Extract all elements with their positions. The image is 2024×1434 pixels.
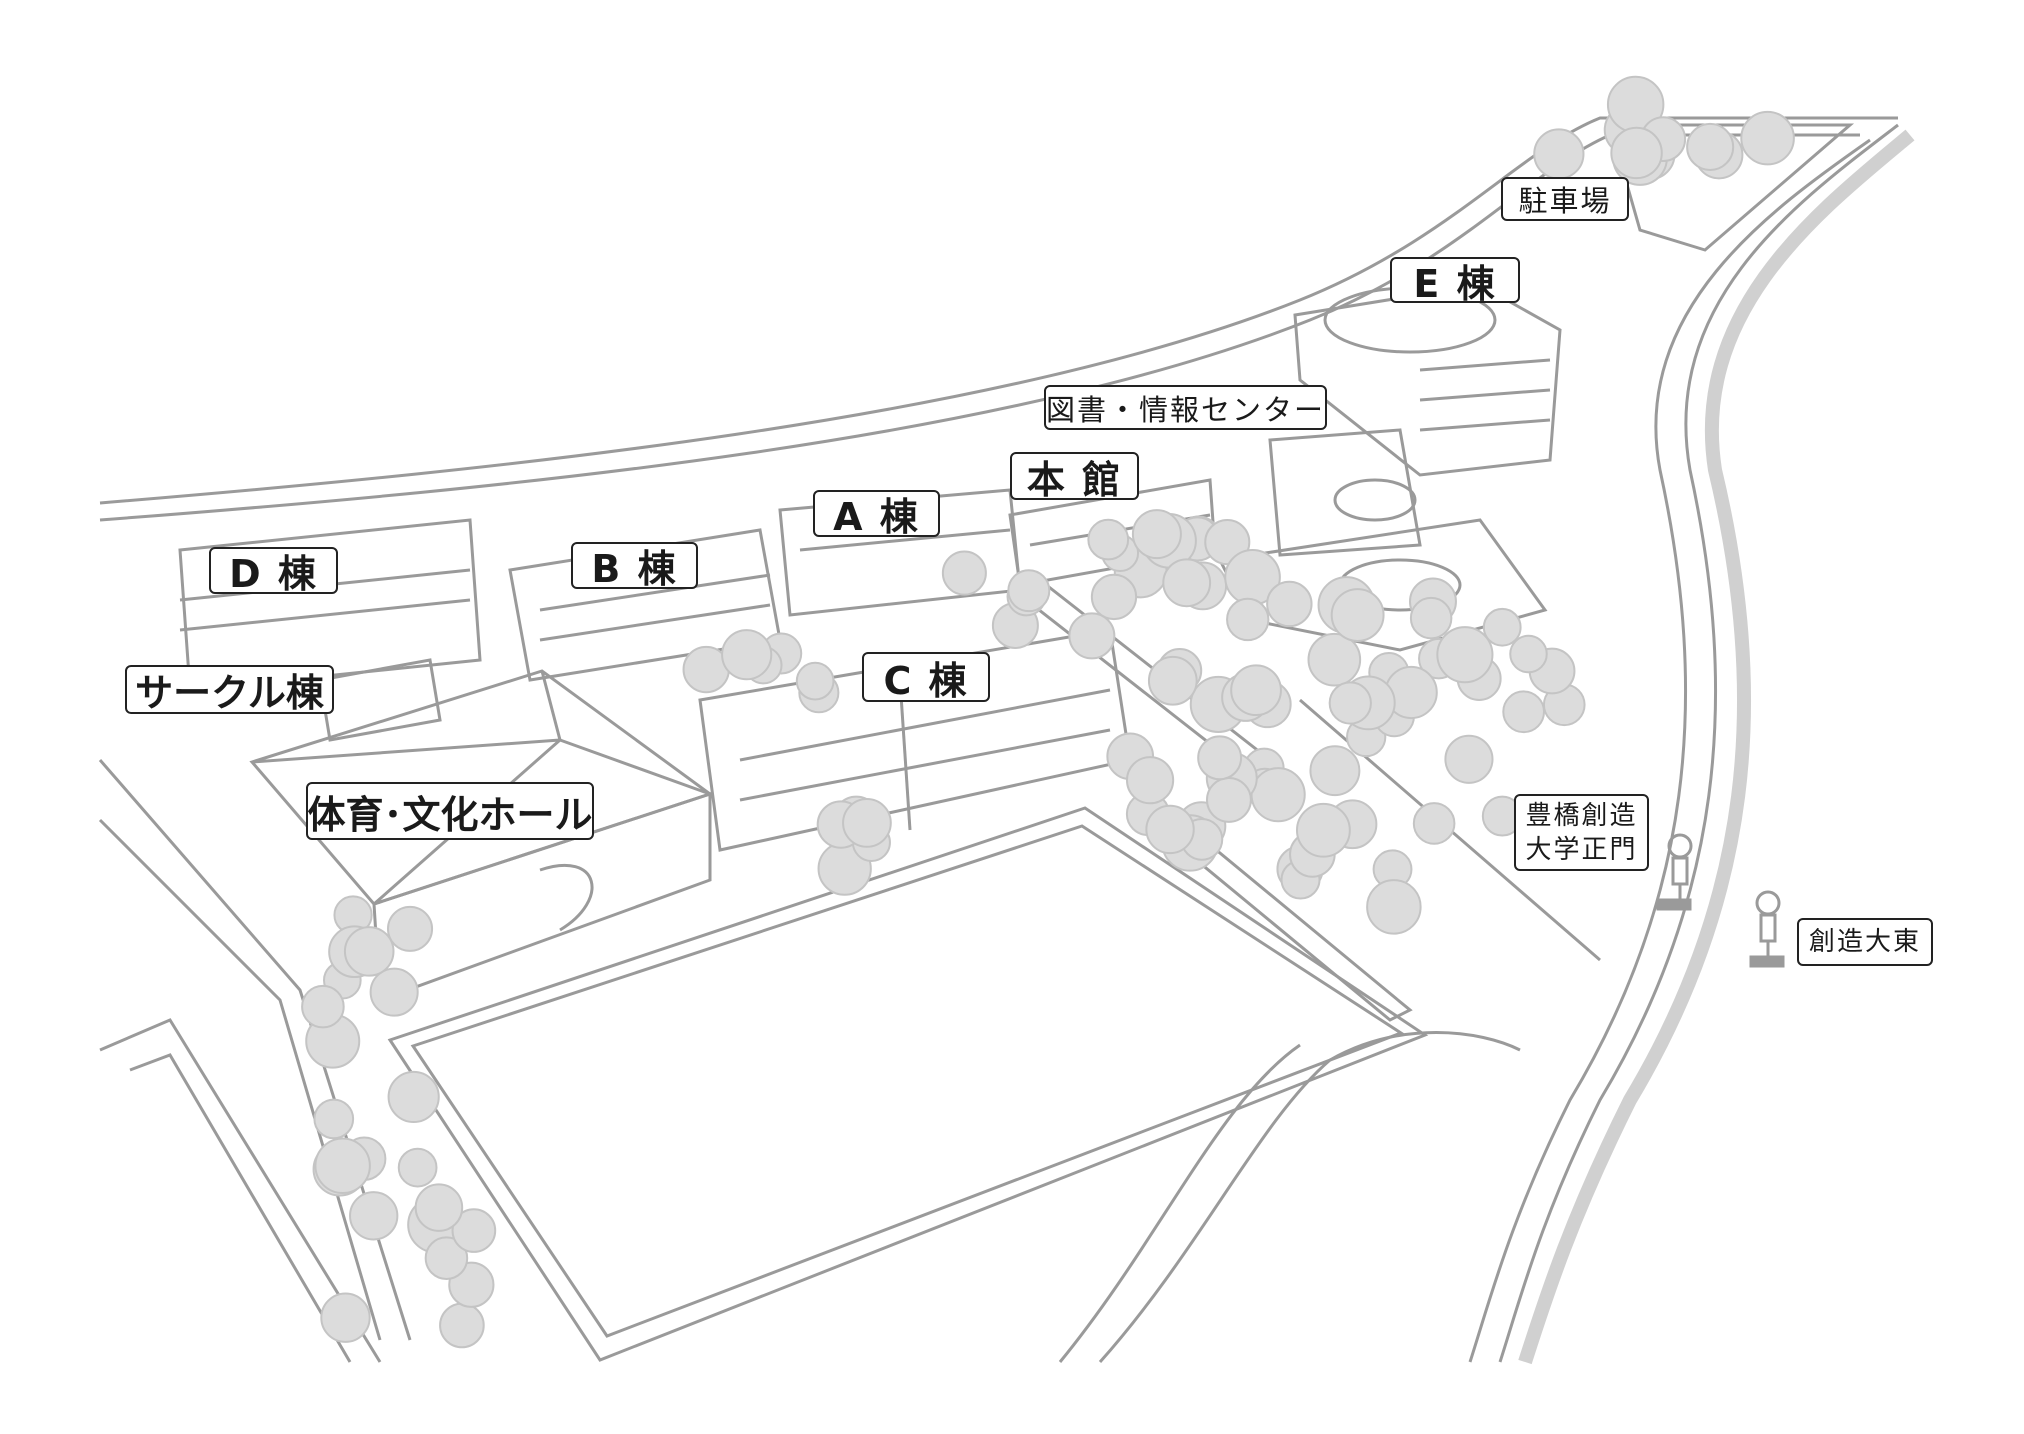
tree — [1226, 597, 1270, 642]
tree — [1230, 664, 1282, 717]
north-road — [99, 116, 1898, 505]
tree — [349, 1191, 399, 1241]
tree — [439, 1302, 485, 1349]
tree-clusters — [301, 75, 1795, 1349]
tree — [1147, 655, 1198, 706]
label-building-c: C 棟 — [862, 652, 990, 703]
tree — [1131, 509, 1182, 560]
south-road — [1098, 1031, 1521, 1363]
tree — [1366, 879, 1422, 935]
tree — [1686, 122, 1735, 171]
circle-building-shape — [318, 658, 442, 742]
west-road-2 — [99, 1018, 382, 1363]
tree — [1740, 110, 1795, 166]
library-shape — [1268, 428, 1422, 557]
tree — [1412, 802, 1456, 845]
east-road — [1498, 123, 1899, 1363]
east-road-inner — [1468, 138, 1871, 1363]
main-gate-line2: 大学正門 — [1525, 834, 1638, 865]
tree — [1250, 767, 1306, 823]
tree — [795, 661, 835, 701]
tree — [451, 1208, 497, 1253]
bus-stop-icon — [1749, 890, 1785, 968]
tree — [414, 1183, 464, 1232]
tree — [1266, 580, 1313, 628]
tree — [1205, 776, 1252, 823]
label-building-d: D 棟 — [209, 547, 338, 596]
tree — [343, 926, 395, 977]
tree — [1295, 802, 1351, 858]
west-road — [98, 759, 412, 1341]
label-building-a: A 棟 — [813, 490, 940, 539]
tree — [424, 1236, 469, 1280]
tree — [1409, 596, 1453, 640]
tree — [1482, 607, 1522, 647]
tree — [1307, 632, 1362, 687]
label-building-e: E 棟 — [1390, 257, 1520, 306]
label-bus-stop: 創造大東 — [1797, 918, 1933, 966]
tree — [1007, 569, 1051, 613]
tree — [1068, 612, 1116, 660]
tree — [1502, 690, 1546, 734]
tree — [1328, 681, 1372, 725]
tree — [1444, 734, 1494, 784]
sports-field — [410, 824, 1405, 1338]
tree — [1090, 573, 1138, 621]
tree — [301, 984, 345, 1029]
label-main-building: 本 館 — [1010, 452, 1139, 502]
east-road-shoulder — [1518, 129, 1915, 1365]
south-road-2 — [1058, 1043, 1301, 1363]
label-parking: 駐車場 — [1501, 177, 1629, 221]
label-main-gate: 豊橋創造 大学正門 — [1514, 794, 1649, 871]
tree — [1162, 558, 1212, 608]
tree — [1145, 804, 1195, 855]
tree — [397, 1147, 438, 1188]
tree — [1533, 128, 1585, 180]
label-circle-building: サークル棟 — [125, 665, 334, 715]
label-building-b: B 棟 — [571, 542, 698, 591]
tree — [1436, 626, 1494, 684]
tree — [1509, 634, 1548, 674]
tree — [941, 550, 987, 596]
tree — [1309, 745, 1361, 797]
tree — [1330, 588, 1385, 642]
tree — [386, 905, 434, 952]
tree — [313, 1098, 355, 1140]
tree — [1610, 126, 1663, 180]
tree — [842, 798, 892, 848]
label-library: 図書・情報センター — [1044, 385, 1327, 430]
main-gate-icon — [1656, 833, 1693, 911]
tree — [721, 629, 773, 681]
label-gym-hall: 体育･文化ホール — [306, 782, 594, 840]
tree — [387, 1070, 440, 1124]
main-gate-line1: 豊橋創造 — [1525, 800, 1638, 831]
tree — [1197, 735, 1243, 781]
tree — [1125, 756, 1175, 805]
tree — [320, 1292, 371, 1343]
tree — [1087, 518, 1130, 561]
tree — [314, 1137, 371, 1195]
tree — [369, 967, 419, 1017]
building-e-shape — [1293, 283, 1562, 477]
